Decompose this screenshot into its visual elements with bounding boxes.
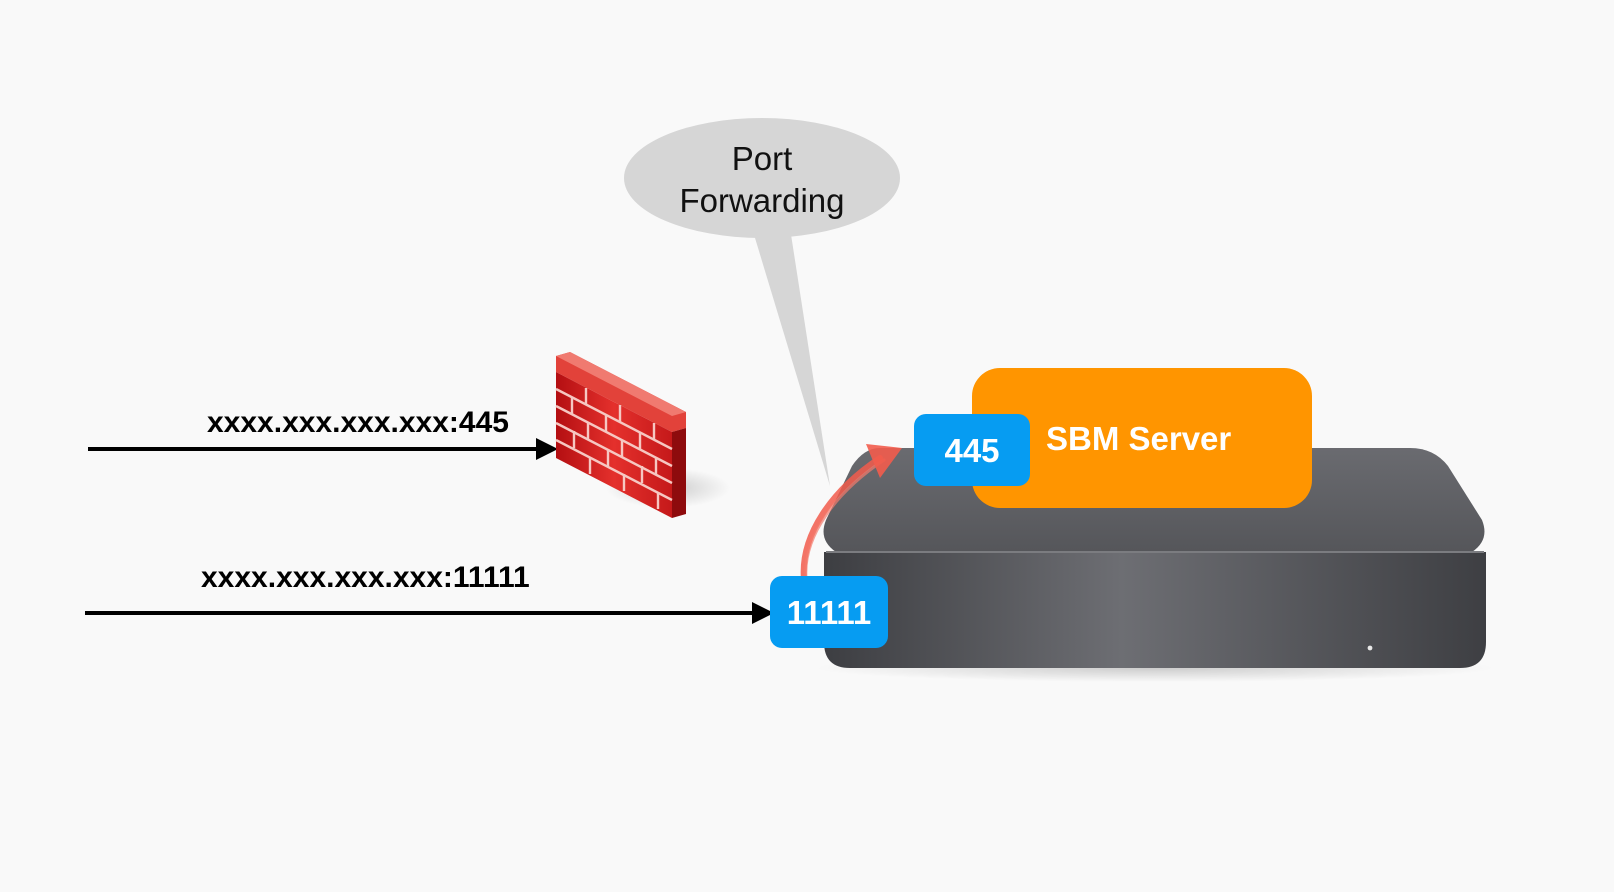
speech-bubble: Port Forwarding	[624, 118, 900, 486]
forwarded-connection: xxxx.xxx.xxx.xxx:11111	[85, 561, 774, 624]
forwarding-curve-arrow	[800, 444, 902, 583]
blocked-arrow-head	[536, 438, 558, 460]
blocked-address-label: xxxx.xxx.xxx.xxx:445	[207, 406, 509, 439]
external-port-badge: 11111	[770, 576, 888, 648]
bubble-line-1: Port	[732, 140, 793, 177]
bubble-line-2: Forwarding	[679, 182, 844, 219]
server-label: SBM Server	[1046, 420, 1231, 457]
server-box: SBM Server	[972, 368, 1312, 508]
internal-port-label: 445	[944, 432, 999, 469]
forwarded-arrow-head	[752, 602, 774, 624]
internal-port-badge: 445	[914, 414, 1030, 486]
forwarded-address-label: xxxx.xxx.xxx.xxx:11111	[201, 561, 530, 594]
firewall-icon	[555, 352, 730, 518]
power-led	[1367, 645, 1373, 651]
external-port-label: 11111	[787, 594, 871, 631]
blocked-connection: xxxx.xxx.xxx.xxx:445	[88, 406, 558, 460]
